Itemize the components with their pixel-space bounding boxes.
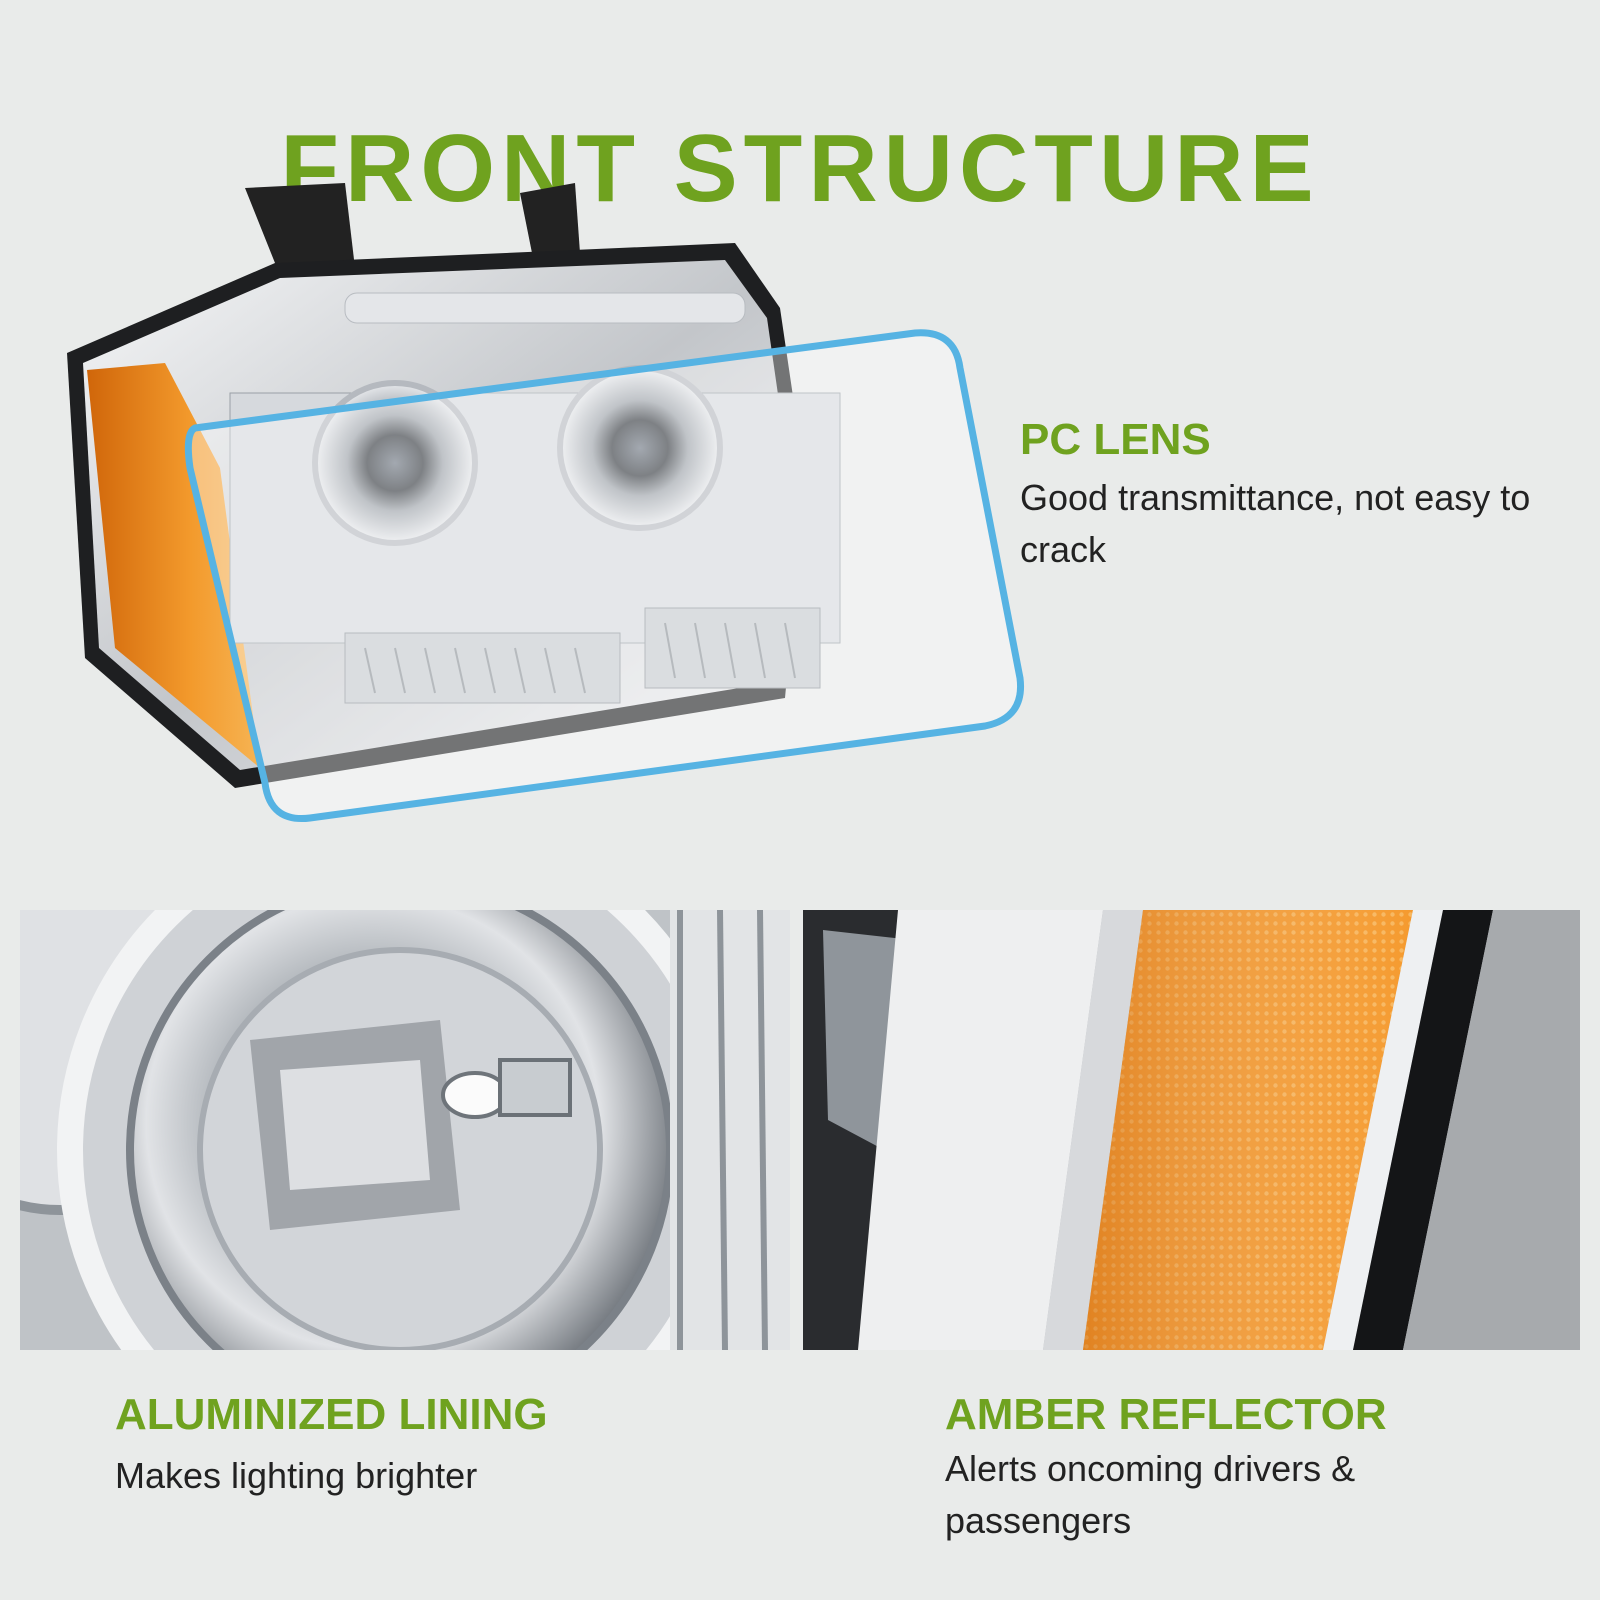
pc-lens-title: PC LENS [1020,415,1211,464]
headlight-image [55,178,1045,858]
pc-lens-description: Good transmittance, not easy to crack [1020,477,1531,570]
page-title: FRONT STRUCTURE [280,115,1320,223]
amber-reflector-title: AMBER REFLECTOR [945,1390,1387,1439]
amber-reflector-image [803,910,1580,1350]
aluminized-lining-title: ALUMINIZED LINING [115,1390,548,1439]
aluminized-lining-description: Makes lighting brighter [115,1455,478,1496]
aluminized-lining-image [20,910,790,1350]
amber-reflector-description: Alerts oncoming drivers & passengers [945,1448,1356,1541]
